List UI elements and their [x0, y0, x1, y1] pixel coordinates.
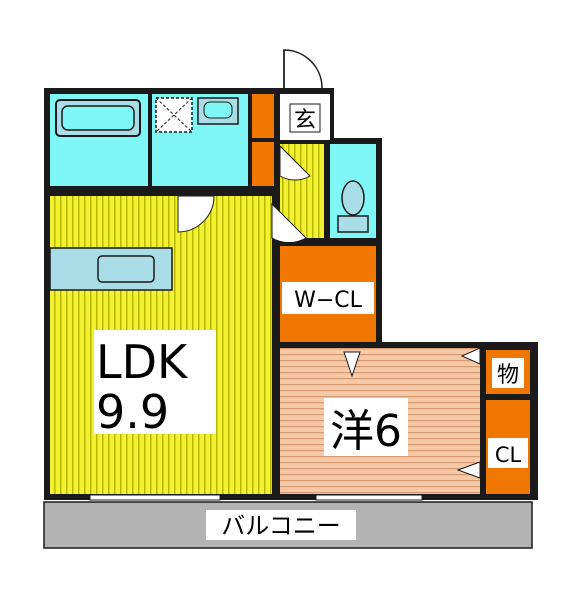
- washing-machine-cross-a: [155, 97, 193, 133]
- ldk-window: [89, 494, 221, 501]
- western-label: 洋6: [330, 406, 402, 457]
- ldk-label: LDK: [96, 335, 189, 389]
- hallway-door-icon: [279, 144, 311, 181]
- walk-in-closet-label-box: [282, 282, 374, 314]
- ldk-label-box: [94, 330, 216, 434]
- storage-label-box: [492, 358, 524, 388]
- ldk-side-door-icon: [271, 202, 307, 244]
- ldk-door-icon: [177, 195, 215, 233]
- toilet-icon: [341, 180, 365, 216]
- balcony-label-box: [206, 510, 356, 540]
- closet-label-box: [488, 438, 528, 468]
- entrance-door-icon: [283, 49, 323, 89]
- kitchen-sink-icon: [97, 255, 155, 283]
- storage-label: 物: [497, 363, 519, 388]
- bathtub-inner: [61, 105, 135, 131]
- western-label-box: [324, 398, 408, 456]
- closet-label: CL: [495, 443, 522, 467]
- entrance-label: 玄: [294, 108, 316, 133]
- balcony-label: バルコニー: [221, 512, 341, 540]
- wash-basin-bowl: [203, 101, 233, 119]
- storage-door-arrow-icon: [460, 347, 481, 365]
- entrance-label-box: [289, 103, 321, 133]
- linen-closet-top: [252, 94, 274, 138]
- ldk-size-label: 9.9: [96, 385, 169, 439]
- western-window: [315, 494, 423, 501]
- wic-door-arrow-icon: [343, 351, 361, 378]
- walk-in-closet-label: W−CL: [294, 288, 363, 313]
- closet-door-arrow-icon: [456, 461, 481, 479]
- washing-machine-cross-b: [155, 97, 193, 133]
- toilet-tank: [337, 215, 369, 233]
- linen-closet-bottom: [252, 142, 274, 186]
